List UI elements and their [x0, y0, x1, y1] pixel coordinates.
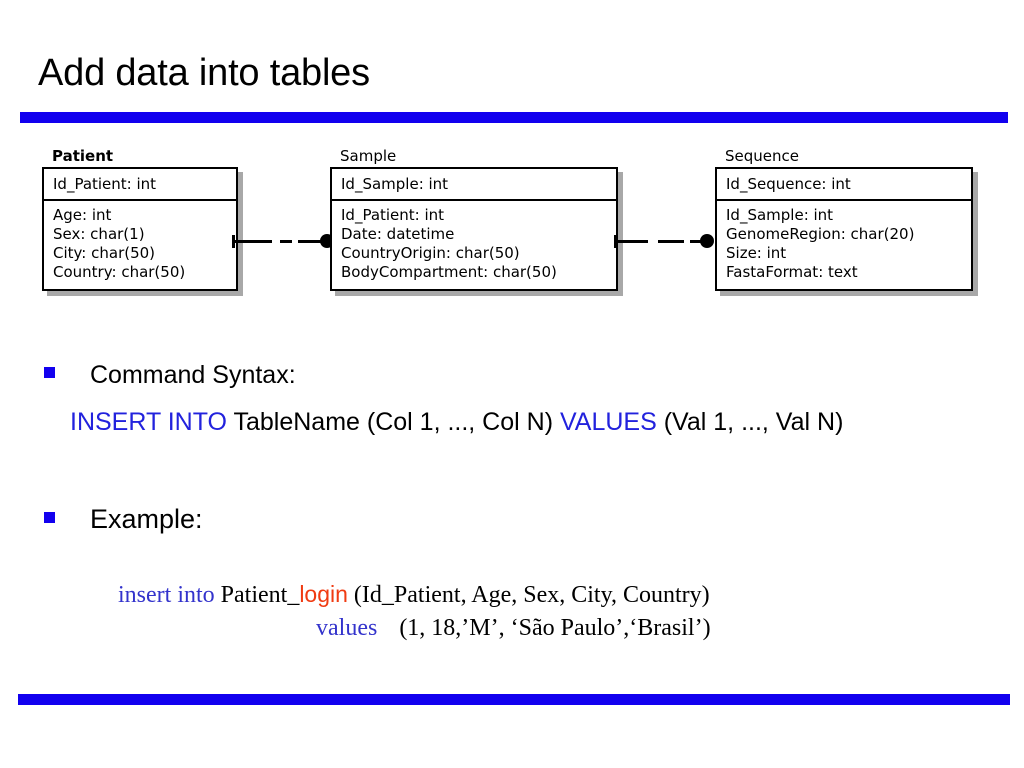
- entity-sequence-box: Id_Sequence: int Id_Sample: int GenomeRe…: [715, 167, 973, 291]
- example-table-name: Patient_: [214, 582, 300, 608]
- entity-sample-key: Id_Sample: int: [332, 169, 616, 201]
- relationship-end-tick: [232, 235, 235, 248]
- example-sql-line-1: insert into Patient_login (Id_Patient, A…: [118, 578, 711, 612]
- relationship-line-segment: [658, 240, 684, 243]
- syntax-tablename-columns: TableName (Col 1, ..., Col N): [226, 408, 560, 436]
- bullet-example: Example:: [44, 505, 203, 534]
- relationship-patient-sample: [232, 234, 338, 248]
- entity-field: BodyCompartment: char(50): [341, 263, 557, 281]
- entity-field: City: char(50): [53, 244, 156, 262]
- relationship-line-segment: [690, 240, 704, 243]
- syntax-keyword-insert-into: INSERT INTO: [70, 408, 227, 436]
- entity-patient-fields: Age: int Sex: char(1) City: char(50) Cou…: [44, 201, 236, 289]
- insert-syntax-line: INSERT INTO TableName (Col 1, ..., Col N…: [70, 407, 843, 437]
- footer-divider-bottom: [18, 694, 1010, 705]
- entity-sequence: Sequence Id_Sequence: int Id_Sample: int…: [715, 148, 973, 291]
- example-column-list: (Id_Patient, Age, Sex, City, Country): [347, 582, 710, 608]
- relationship-sample-sequence: [614, 234, 724, 248]
- example-table-suffix-login: login: [299, 581, 348, 607]
- entity-patient-label: Patient: [52, 147, 114, 165]
- relationship-line-segment: [280, 240, 292, 243]
- entity-field: FastaFormat: text: [726, 263, 858, 281]
- entity-sample: Sample Id_Sample: int Id_Patient: int Da…: [330, 148, 618, 291]
- entity-patient: Patient Id_Patient: int Age: int Sex: ch…: [42, 148, 238, 291]
- example-keyword-values: values: [316, 615, 378, 641]
- entity-patient-key: Id_Patient: int: [44, 169, 236, 201]
- entity-sequence-label: Sequence: [725, 147, 799, 165]
- bullet-command-syntax: Command Syntax:: [44, 361, 296, 390]
- example-keyword-insert-into: insert into: [118, 582, 215, 608]
- relationship-line-segment: [234, 240, 272, 243]
- relationship-line-segment: [616, 240, 648, 243]
- example-sql-block: insert into Patient_login (Id_Patient, A…: [118, 578, 711, 645]
- entity-field: Id_Sample: int: [726, 206, 834, 224]
- entity-field: CountryOrigin: char(50): [341, 244, 520, 262]
- syntax-keyword-values: VALUES: [559, 408, 657, 436]
- entity-field: Sex: char(1): [53, 225, 145, 243]
- bullet-example-label: Example:: [90, 504, 203, 534]
- example-sql-line-2: values (1, 18,’M’, ‘São Paulo’,‘Brasil’): [118, 612, 711, 645]
- bullet-command-syntax-label: Command Syntax:: [90, 361, 296, 389]
- entity-patient-box: Id_Patient: int Age: int Sex: char(1) Ci…: [42, 167, 238, 291]
- relationship-end-dot: [700, 234, 714, 248]
- title-divider-top: [20, 112, 1008, 123]
- bullet-square-icon: [44, 367, 55, 378]
- syntax-values-list: (Val 1, ..., Val N): [656, 408, 844, 436]
- page-title: Add data into tables: [38, 52, 370, 94]
- er-diagram: Patient Id_Patient: int Age: int Sex: ch…: [0, 140, 1024, 340]
- entity-sequence-key: Id_Sequence: int: [717, 169, 971, 201]
- entity-field: Age: int: [53, 206, 112, 224]
- relationship-end-tick: [614, 235, 617, 248]
- entity-field: Country: char(50): [53, 263, 186, 281]
- entity-sample-box: Id_Sample: int Id_Patient: int Date: dat…: [330, 167, 618, 291]
- relationship-line-segment: [298, 240, 326, 243]
- entity-sequence-fields: Id_Sample: int GenomeRegion: char(20) Si…: [717, 201, 971, 289]
- entity-field: Id_Patient: int: [341, 206, 445, 224]
- entity-sample-fields: Id_Patient: int Date: datetime CountryOr…: [332, 201, 616, 289]
- entity-field: Size: int: [726, 244, 787, 262]
- bullet-square-icon: [44, 512, 55, 523]
- entity-field: Date: datetime: [341, 225, 455, 243]
- entity-field: GenomeRegion: char(20): [726, 225, 915, 243]
- entity-sample-label: Sample: [340, 147, 397, 165]
- example-values-list: (1, 18,’M’, ‘São Paulo’,‘Brasil’): [399, 615, 711, 641]
